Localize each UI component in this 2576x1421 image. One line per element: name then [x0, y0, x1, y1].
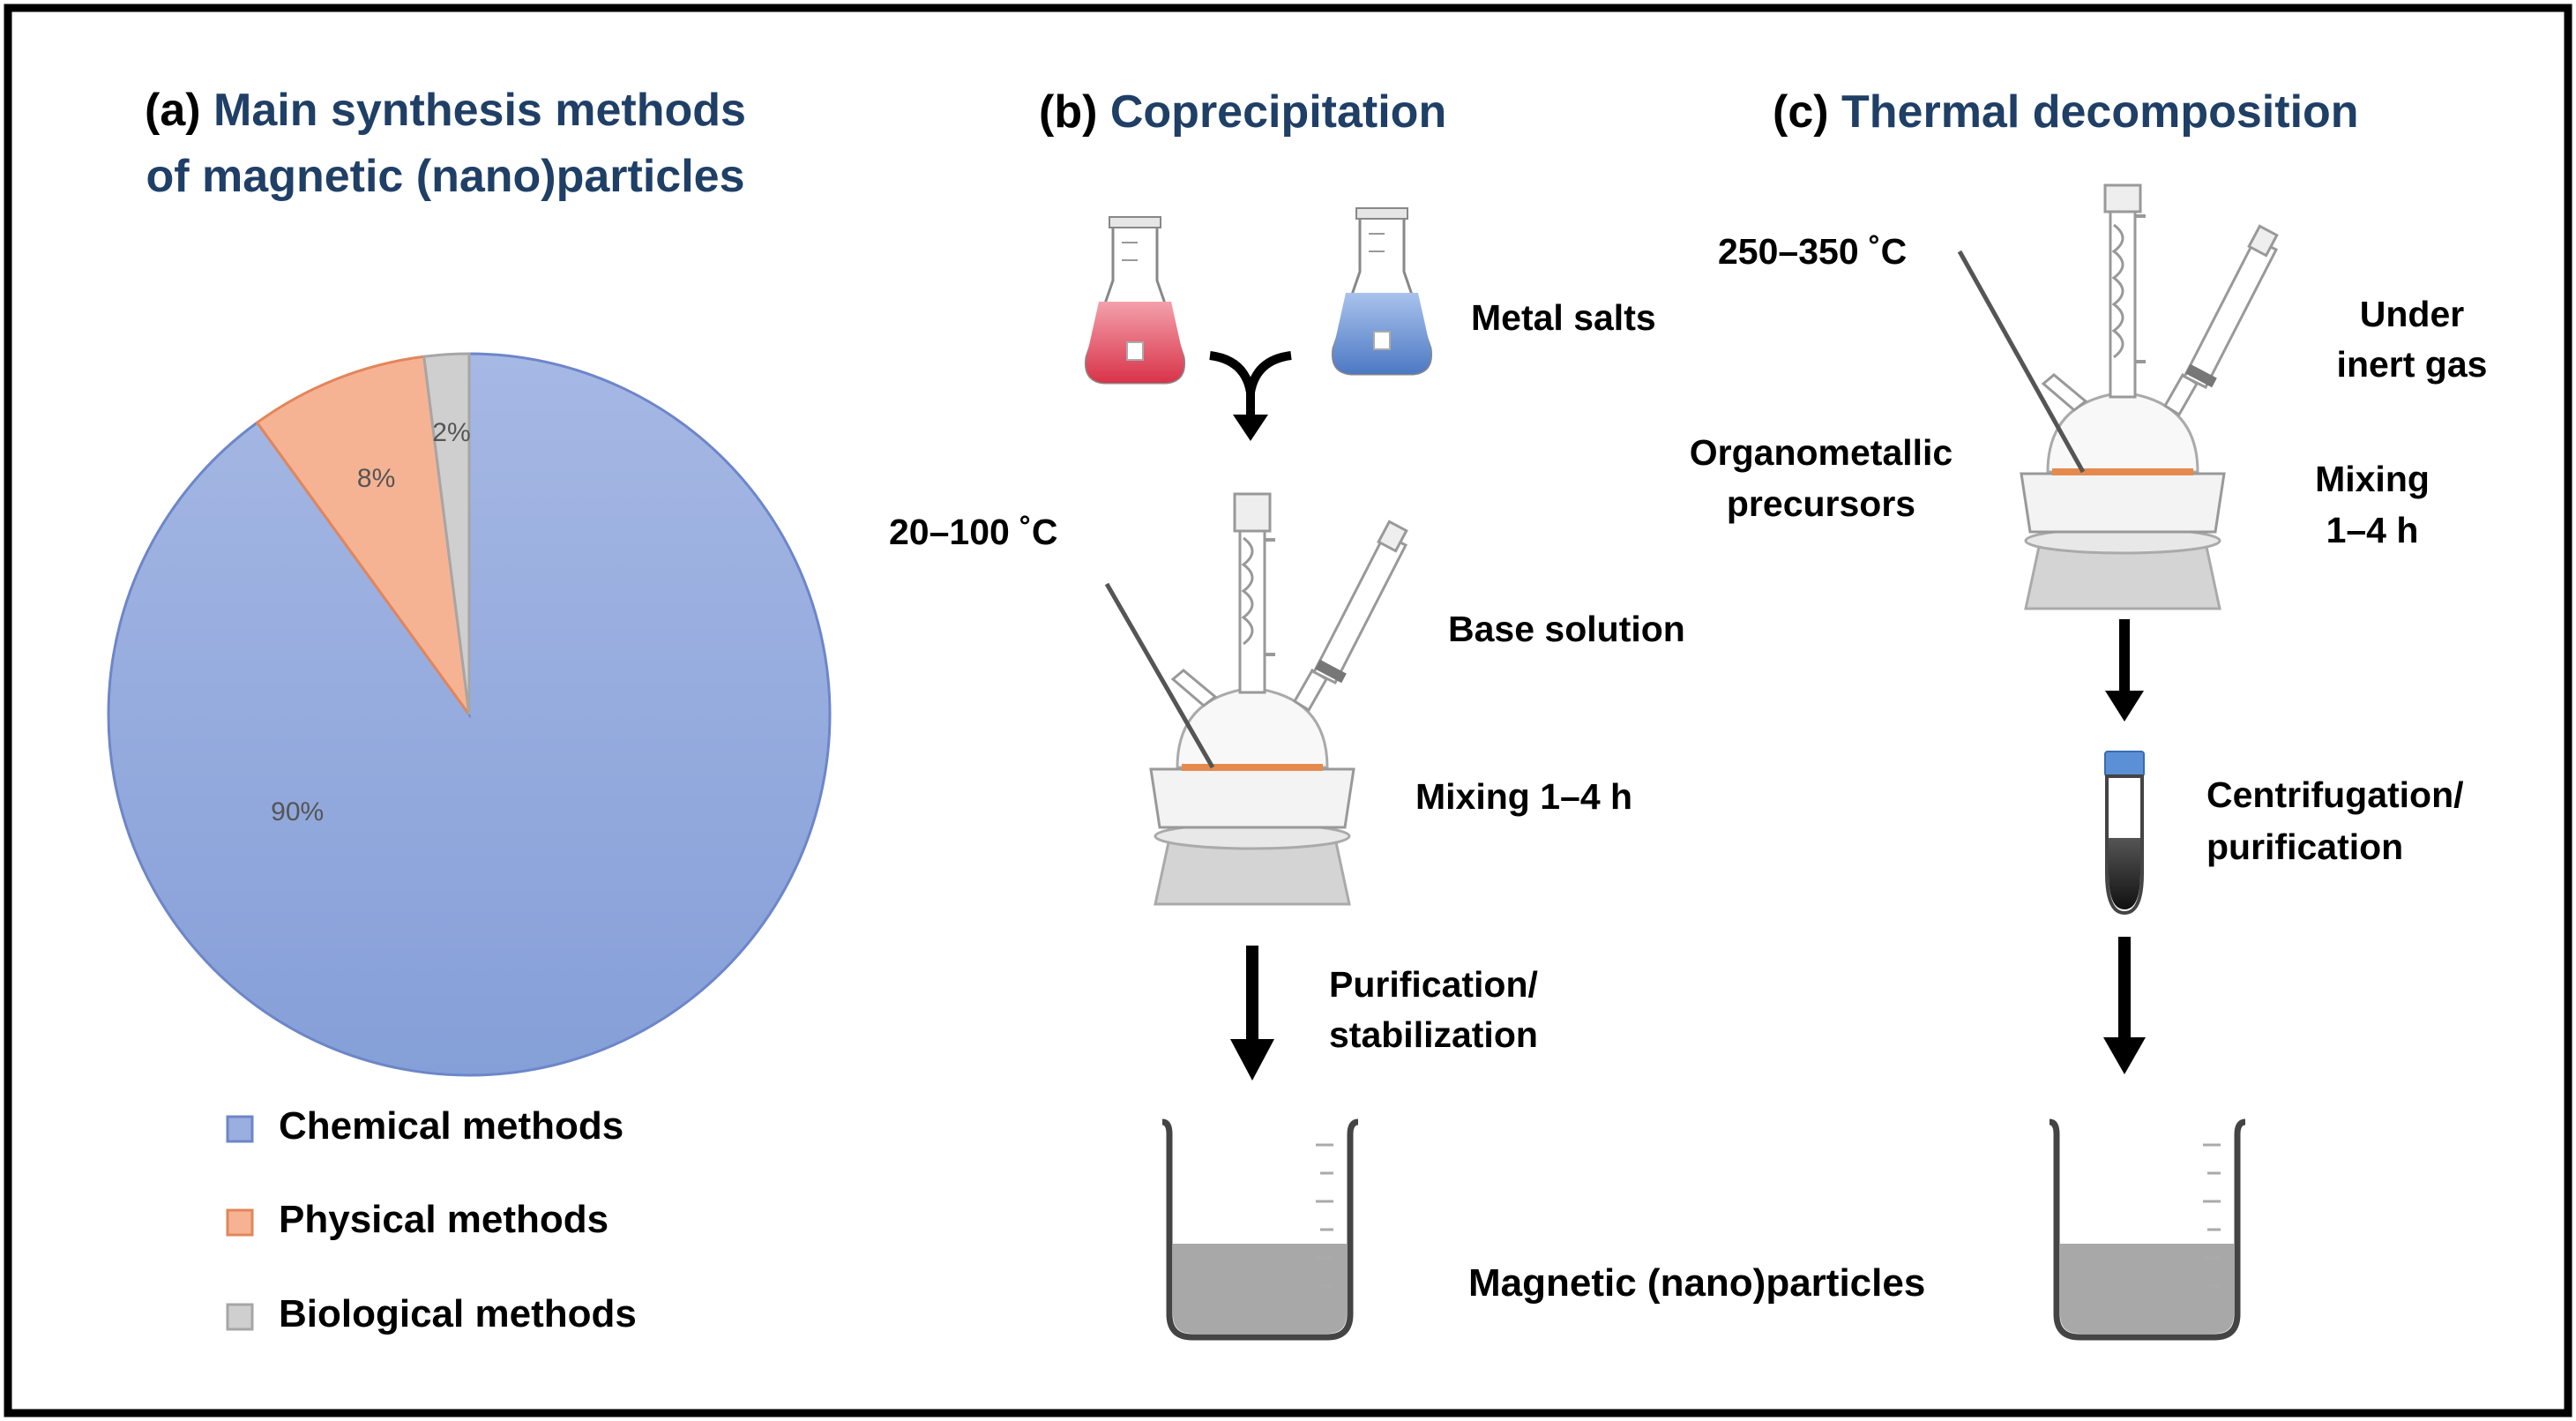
- pie-slice-physical-methods: [255, 355, 471, 715]
- merge-arrow-head: [1233, 415, 1268, 441]
- panel-b-mixing: Mixing 1–4 h: [1415, 776, 1633, 817]
- merge-arrow-icon: [1209, 351, 1292, 415]
- panel-c-title-text: Thermal decomposition: [1841, 86, 2359, 138]
- legend-label-biological-methods: Biological methods: [279, 1292, 637, 1335]
- purification-line2: stabilization: [1329, 1014, 1538, 1055]
- pie-label-chemical-methods: 90%: [271, 797, 325, 827]
- centrifugation-line2: purification: [2206, 826, 2404, 867]
- panel-c-mixing-line2: 1–4 h: [2326, 510, 2419, 550]
- legend-swatch-chemical-methods: [226, 1115, 254, 1143]
- figure-border: [4, 4, 2572, 1417]
- arrow-b-down: [1230, 946, 1274, 1081]
- inert-gas-line1: Under: [2359, 294, 2465, 334]
- panel-c-letter: (c): [1773, 86, 1829, 138]
- metal-salts-label: Metal salts: [1471, 297, 1656, 338]
- panel-c-mixing-line1: Mixing: [2315, 459, 2430, 499]
- reactor-c-icon: [1957, 183, 2279, 610]
- panel-c-temperature: 250–350 ˚C: [1718, 231, 1908, 272]
- panel-b-title: (b) Coprecipitation: [1039, 86, 1446, 138]
- panel-c-title: (c) Thermal decomposition: [1773, 86, 2359, 138]
- precursors-line2: precursors: [1726, 483, 1916, 524]
- pie-slice-biological-methods: [422, 352, 471, 715]
- legend-label-chemical-methods: Chemical methods: [279, 1104, 624, 1148]
- panel-b-title-text: Coprecipitation: [1109, 86, 1447, 138]
- legend-swatch-physical-methods: [226, 1208, 254, 1237]
- pie-chart: [107, 352, 832, 1077]
- base-solution-label: Base solution: [1448, 609, 1685, 649]
- blue-flask-icon: [1331, 207, 1433, 376]
- panel-a-title-line2: of magnetic (nano)particles: [79, 150, 811, 203]
- panel-b-letter: (b): [1039, 86, 1098, 138]
- panel-a-title-text2: magnetic (nano)particles: [202, 151, 745, 202]
- centrifugation-line1: Centrifugation/: [2206, 774, 2464, 815]
- panel-a-title-prefix: of: [146, 151, 190, 202]
- legend-swatch-biological-methods: [226, 1303, 254, 1331]
- reactor-b-icon: [1104, 492, 1408, 906]
- arrow-c-down-2: [2103, 937, 2146, 1074]
- panel-b-temperature: 20–100 ˚C: [889, 512, 1058, 552]
- purification-line1: Purification/: [1329, 964, 1538, 1005]
- arrow-c-down-1: [2105, 619, 2144, 722]
- centrifuge-tube-icon: [2104, 751, 2145, 916]
- product-label: Magnetic (nano)particles: [1468, 1261, 1926, 1305]
- legend-swatches: [226, 1115, 254, 1331]
- red-flask-icon: [1084, 216, 1186, 385]
- precursors-line1: Organometallic: [1689, 432, 1953, 473]
- inert-gas-line2: inert gas: [2336, 344, 2488, 385]
- pie-label-physical-methods: 8%: [356, 463, 396, 493]
- panel-a-title-text: Main synthesis methods: [213, 85, 746, 136]
- beaker-c-icon: [2049, 1118, 2246, 1341]
- beaker-b-icon: [1161, 1118, 1359, 1341]
- legend-label-physical-methods: Physical methods: [279, 1198, 609, 1241]
- panel-a-letter: (a): [145, 85, 201, 136]
- panel-a-title-line1: (a) Main synthesis methods: [79, 84, 811, 137]
- pie-label-biological-methods: 2%: [432, 417, 471, 447]
